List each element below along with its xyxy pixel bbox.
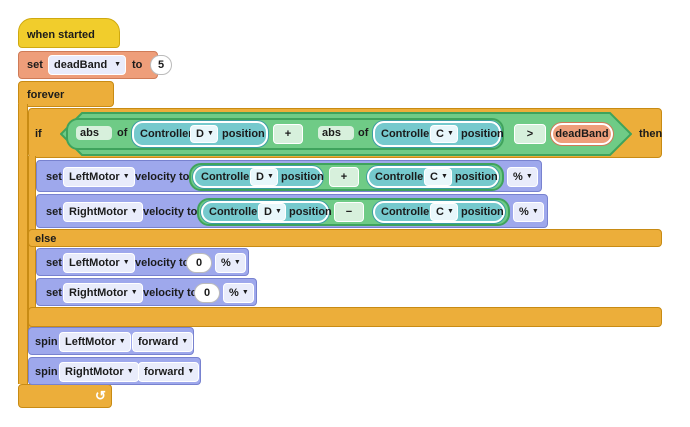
controller-label: Controller (201, 171, 254, 183)
set-velocity-block-left-zero[interactable]: set LeftMotor velocity to 0 % (36, 248, 249, 276)
of-label-2: of (358, 127, 369, 139)
velocity-to-label: velocity to (143, 206, 198, 218)
spin-motor-block-right[interactable]: spin RightMotor forward (28, 357, 201, 385)
position-label: position (461, 206, 504, 218)
controller-dropdown[interactable]: D (190, 125, 218, 143)
position-label: position (455, 171, 498, 183)
set-variable-block[interactable]: set deadBand to 5 (18, 51, 172, 79)
velocity-to-label: velocity to (135, 171, 190, 183)
of-label-1: of (117, 127, 128, 139)
set-label: set (46, 171, 62, 183)
spin-label: spin (35, 366, 58, 378)
position-label: position (222, 128, 265, 140)
motor-dropdown[interactable]: LeftMotor (63, 167, 135, 187)
plus-operator-dropdown[interactable]: + (329, 167, 359, 187)
controller-position-reporter[interactable]: Controller D position (201, 201, 332, 223)
controller-position-reporter[interactable]: Controller C position (373, 201, 505, 223)
minus-operator-dropdown[interactable]: − (334, 202, 364, 222)
controller-label: Controller (381, 206, 434, 218)
set-label: set (46, 287, 62, 299)
direction-dropdown[interactable]: forward (132, 332, 194, 352)
controller-dropdown[interactable]: D (258, 203, 286, 221)
unit-dropdown[interactable]: % (223, 283, 254, 303)
abs-dropdown-2[interactable]: abs (318, 126, 354, 140)
set-velocity-block-right[interactable]: set RightMotor velocity to Controller D … (36, 194, 548, 228)
velocity-to-label: velocity to (143, 287, 198, 299)
position-label: position (281, 171, 324, 183)
controller-dropdown[interactable]: D (250, 168, 278, 186)
motor-dropdown[interactable]: RightMotor (59, 362, 139, 382)
motor-dropdown[interactable]: LeftMotor (59, 332, 131, 352)
forever-loop-bottom[interactable]: ↺ (18, 384, 112, 408)
when-started-hat-block[interactable]: when started (18, 18, 120, 48)
plus-operator-dropdown[interactable]: + (273, 124, 303, 144)
variable-dropdown[interactable]: deadBand (48, 55, 126, 75)
motor-dropdown[interactable]: RightMotor (63, 283, 143, 303)
controller-label: Controller (375, 171, 428, 183)
controller-position-reporter[interactable]: Controller D position (193, 166, 324, 188)
deadband-value-input[interactable]: 5 (150, 55, 172, 75)
controller-position-reporter-1[interactable]: Controller D position (132, 121, 268, 147)
unit-dropdown[interactable]: % (507, 167, 538, 187)
direction-dropdown[interactable]: forward (138, 362, 200, 382)
velocity-to-label: velocity to (135, 257, 190, 269)
controller-dropdown[interactable]: C (430, 125, 458, 143)
else-label: else (35, 233, 57, 245)
controller-label: Controller (209, 206, 262, 218)
abs-dropdown-1[interactable]: abs (76, 126, 112, 140)
spin-motor-block-left[interactable]: spin LeftMotor forward (28, 327, 194, 355)
when-started-label: when started (27, 29, 95, 41)
position-label: position (289, 206, 332, 218)
else-row[interactable]: else (28, 229, 662, 247)
if-else-bottom (28, 307, 662, 327)
velocity-value-input[interactable]: 0 (194, 283, 220, 303)
deadband-reporter[interactable]: deadBand (551, 123, 613, 145)
set-label: set (46, 257, 62, 269)
then-label: then (639, 128, 663, 140)
if-label: if (35, 128, 42, 140)
position-label: position (461, 128, 504, 140)
set-label: set (46, 206, 62, 218)
forever-loop-top[interactable]: forever (18, 81, 114, 107)
controller-dropdown[interactable]: C (430, 203, 458, 221)
controller-label: Controller (381, 128, 434, 140)
motor-dropdown[interactable]: RightMotor (63, 202, 143, 222)
motor-dropdown[interactable]: LeftMotor (63, 253, 135, 273)
compare-operator-dropdown[interactable]: > (514, 124, 546, 144)
velocity-value-input[interactable]: 0 (186, 253, 212, 273)
unit-dropdown[interactable]: % (513, 202, 544, 222)
controller-position-reporter-2[interactable]: Controller C position (373, 121, 504, 147)
controller-label: Controller (140, 128, 193, 140)
unit-dropdown[interactable]: % (215, 253, 246, 273)
set-label: set (27, 59, 43, 71)
controller-dropdown[interactable]: C (424, 168, 452, 186)
loop-arrow-icon: ↺ (95, 388, 106, 403)
spin-label: spin (35, 336, 58, 348)
set-velocity-block-right-zero[interactable]: set RightMotor velocity to 0 % (36, 278, 257, 306)
forever-label: forever (27, 89, 65, 101)
set-velocity-block-left[interactable]: set LeftMotor velocity to Controller D p… (36, 160, 542, 192)
to-label: to (132, 59, 143, 71)
controller-position-reporter[interactable]: Controller C position (367, 166, 499, 188)
forever-loop-arm (18, 104, 28, 384)
